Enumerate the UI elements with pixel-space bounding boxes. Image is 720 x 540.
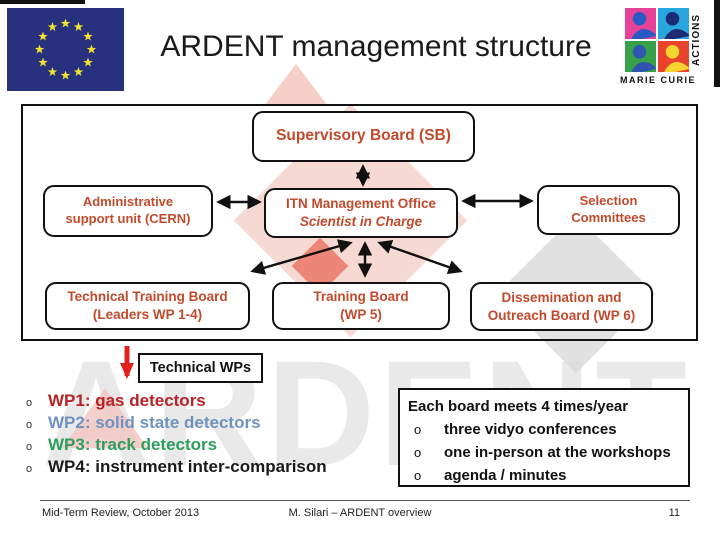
box-sublabel: Scientist in Charge xyxy=(299,214,423,229)
list-item: o WP2: solid state detectors xyxy=(26,413,327,435)
bullet: o xyxy=(26,419,33,431)
list-item: o three vidyo conferences xyxy=(408,418,680,441)
board-meetings-title: Each board meets 4 times/year xyxy=(408,398,629,415)
box-supervisory-board: Supervisory Board (SB) xyxy=(252,111,475,162)
box-technical-training-board: Technical Training Board (Leaders WP 1-4… xyxy=(45,282,250,330)
box-label: Technical Training Board xyxy=(67,289,228,305)
bullet: o xyxy=(414,422,422,437)
box-label: (Leaders WP 1-4) xyxy=(92,307,203,322)
marie-curie-caption: MARIE CURIE xyxy=(619,75,696,85)
bullet: o xyxy=(414,468,422,483)
list-item: o WP4: instrument inter-comparison xyxy=(26,457,327,479)
org-chart-frame xyxy=(21,104,698,341)
meeting-item: agenda / minutes xyxy=(444,467,567,484)
wp3-label: WP3: track detectors xyxy=(48,435,218,454)
marie-curie-actions-label: ACTIONS xyxy=(691,14,702,66)
footer-author: M. Silari – ARDENT overview xyxy=(288,507,432,519)
box-label: Dissemination and xyxy=(501,289,622,305)
box-label: Outreach Board (WP 6) xyxy=(487,307,636,323)
list-item: o one in-person at the workshops xyxy=(408,441,680,464)
box-selection-committees: Selection Committees xyxy=(537,185,680,235)
bullet: o xyxy=(26,441,33,453)
bullet: o xyxy=(26,397,33,409)
list-item: o agenda / minutes xyxy=(408,464,680,487)
technical-wps-label: Technical WPs xyxy=(138,353,263,383)
list-item: o WP3: track detectors xyxy=(26,435,327,457)
meeting-item: one in-person at the workshops xyxy=(444,444,671,461)
box-label: ITN Management Office xyxy=(285,196,437,212)
marie-curie-actions-logo: MARIE CURIE ACTIONS xyxy=(612,8,718,90)
box-itn-management-office: ITN Management Office Scientist in Charg… xyxy=(264,188,458,238)
eu-flag-icon xyxy=(7,8,124,91)
page-number: 11 xyxy=(668,507,680,519)
watermark-flame-shape xyxy=(264,64,328,106)
box-label: (WP 5) xyxy=(340,307,382,322)
bullet: o xyxy=(26,463,33,475)
box-label: Selection xyxy=(579,193,638,209)
list-item: o WP1: gas detectors xyxy=(26,391,327,413)
wp1-label: WP1: gas detectors xyxy=(48,391,206,410)
top-right-black-bar xyxy=(714,0,720,87)
box-label: Committees xyxy=(571,210,646,225)
footer-review-date: Mid-Term Review, October 2013 xyxy=(42,507,200,519)
marie-curie-faces-icon xyxy=(625,8,689,72)
bullet: o xyxy=(414,445,422,460)
box-label: Training Board xyxy=(313,289,409,305)
box-training-board: Training Board (WP 5) xyxy=(272,282,450,330)
box-dissemination-outreach-board: Dissemination and Outreach Board (WP 6) xyxy=(470,282,653,331)
footer-divider xyxy=(40,500,690,501)
box-label: Supervisory Board (SB) xyxy=(276,127,451,145)
box-label: Administrative xyxy=(82,194,174,210)
top-left-black-bar xyxy=(0,0,85,4)
wp4-label: WP4: instrument inter-comparison xyxy=(48,457,327,476)
wp-list: o WP1: gas detectors o WP2: solid state … xyxy=(26,391,327,479)
box-label: support unit (CERN) xyxy=(65,211,191,226)
page-title: ARDENT management structure xyxy=(160,30,592,63)
wp2-label: WP2: solid state detectors xyxy=(48,413,261,432)
box-admin-support-unit: Administrative support unit (CERN) xyxy=(43,185,213,237)
meeting-item: three vidyo conferences xyxy=(444,421,617,438)
board-meetings-box: Each board meets 4 times/year o three vi… xyxy=(398,388,690,487)
